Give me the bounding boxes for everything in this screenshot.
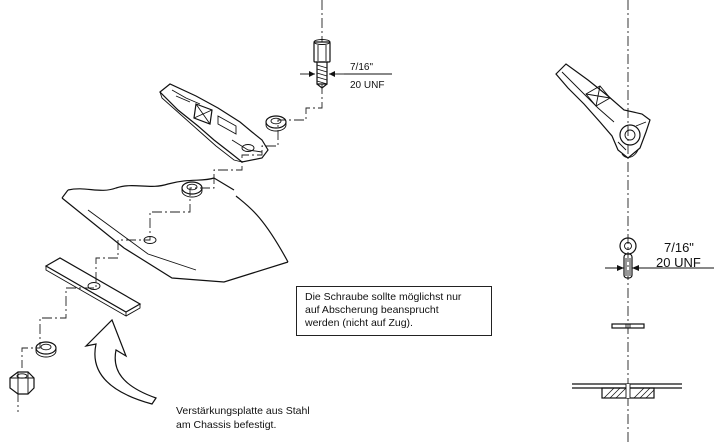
side-frame-section — [572, 383, 682, 399]
thread-type-label-right: 20 UNF — [656, 255, 701, 270]
caption-line-1: Verstärkungsplatte aus Stahl — [176, 405, 310, 417]
steel-reinforcement-plate — [44, 257, 142, 317]
note-line-3: werden (nicht auf Zug). — [305, 317, 413, 329]
note-line-1: Die Schraube sollte möglichst nur — [305, 291, 462, 303]
note-box: Die Schraube sollte möglichst nur auf Ab… — [296, 286, 492, 336]
side-eye-bolt — [619, 237, 637, 279]
thread-size-label-left: 7/16" — [350, 62, 373, 73]
note-line-2: auf Abscherung beansprucht — [305, 304, 439, 316]
assembly-axis-line — [17, 0, 323, 412]
side-bracket — [555, 63, 651, 159]
washer-middle — [181, 181, 203, 198]
side-view: 7/16" 20 UNF — [555, 0, 714, 445]
washer-lower — [35, 341, 57, 358]
chassis-frame-section — [61, 177, 289, 283]
side-washer — [611, 323, 645, 329]
hex-nut — [9, 371, 35, 395]
caption-line-2: am Chassis befestigt. — [176, 419, 277, 431]
thread-dimension-right: 7/16" 20 UNF — [605, 240, 714, 271]
pointer-arrow — [84, 318, 157, 405]
washer-upper — [265, 115, 287, 132]
exploded-assembly-view: 7/16" 20 UNF — [9, 0, 392, 412]
spring-hanger-bracket — [159, 83, 269, 163]
thread-dimension-left: 7/16" 20 UNF — [300, 62, 392, 91]
thread-type-label-left: 20 UNF — [350, 80, 384, 91]
reinforcement-plate-caption: Verstärkungsplatte aus Stahl am Chassis … — [176, 404, 376, 432]
thread-size-label-right: 7/16" — [664, 240, 694, 255]
cap-screw — [313, 39, 331, 89]
